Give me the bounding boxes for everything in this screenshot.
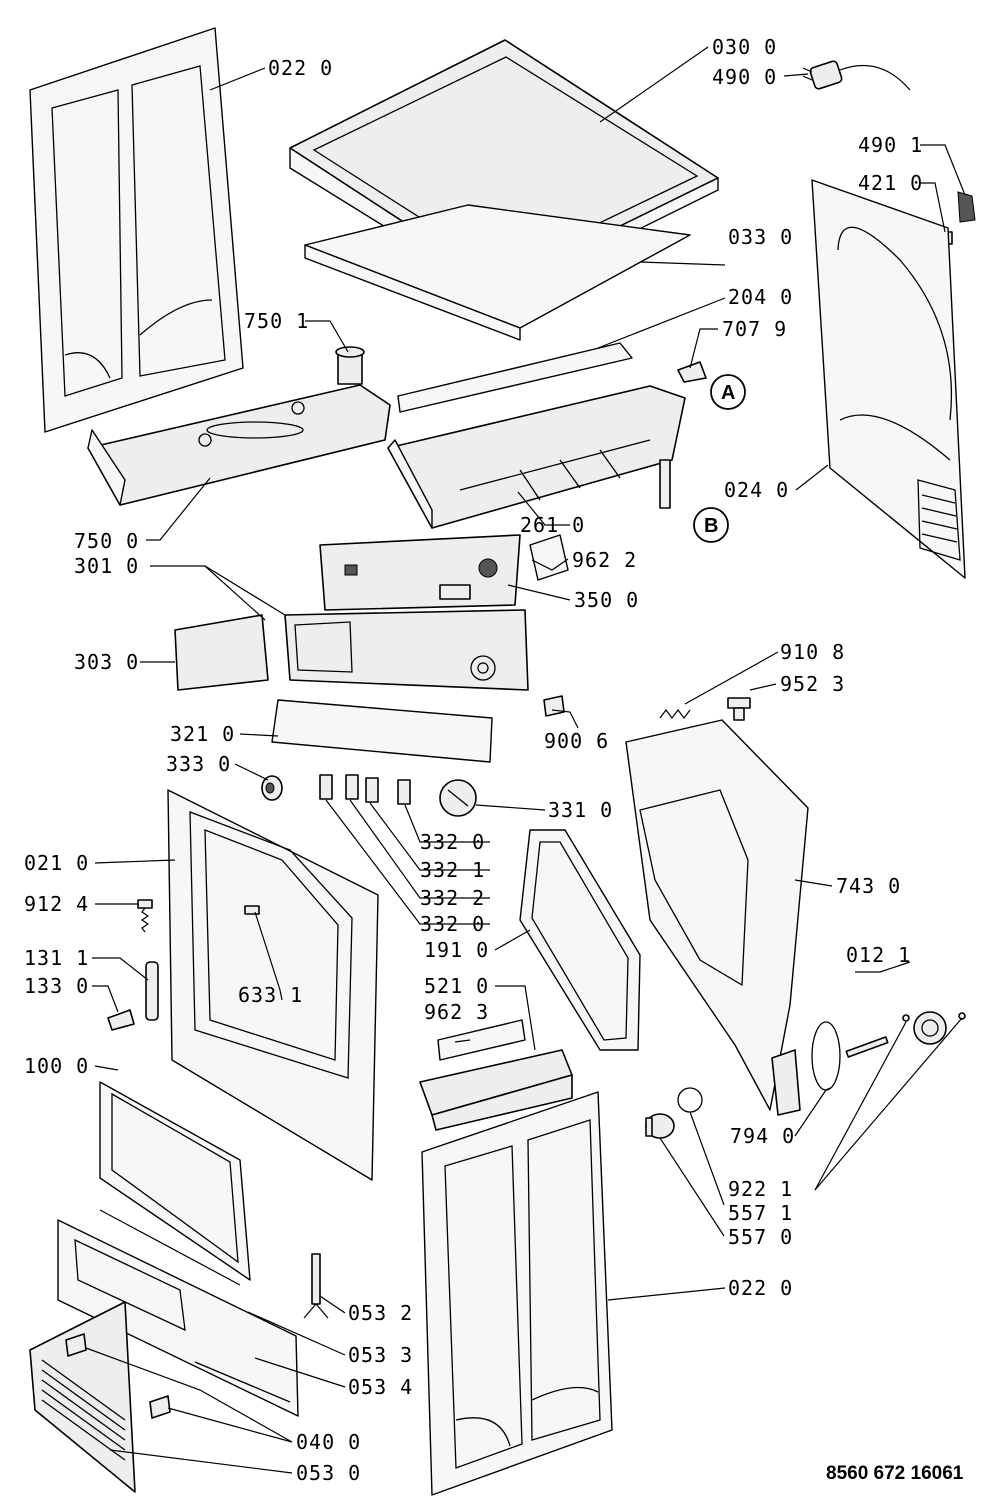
console-support	[387, 385, 686, 529]
thermostat	[645, 1113, 675, 1139]
label-750-1: 750 1	[244, 309, 309, 333]
label-333-0: 333 0	[166, 752, 231, 776]
front-panel	[167, 789, 379, 1181]
control-facia	[271, 699, 493, 763]
label-952-3: 952 3	[780, 672, 845, 696]
label-053-3: 053 3	[348, 1343, 413, 1367]
label-794-0: 794 0	[730, 1124, 795, 1148]
control-board	[319, 534, 521, 611]
label-331-0: 331 0	[548, 798, 613, 822]
plinth-frame	[57, 1209, 299, 1417]
label-021-0: 021 0	[24, 851, 89, 875]
plinth-clips	[65, 1333, 171, 1419]
label-490-0: 490 0	[712, 65, 777, 89]
label-024-0: 024 0	[724, 478, 789, 502]
plinth-grille	[29, 1301, 136, 1493]
top-plate	[304, 204, 691, 341]
callout-b: B	[693, 507, 729, 543]
part-labels: 022 0 030 0 490 0 490 1 421 0 033 0 204 …	[24, 35, 923, 1485]
label-053-4: 053 4	[348, 1375, 413, 1399]
program-knob	[439, 779, 477, 817]
label-303-0: 303 0	[74, 650, 139, 674]
label-421-0: 421 0	[858, 171, 923, 195]
motor-assembly	[845, 1011, 966, 1058]
label-022-0-bottom: 022 0	[728, 1276, 793, 1300]
top-rail	[397, 342, 633, 413]
label-131-1: 131 1	[24, 946, 89, 970]
label-912-4: 912 4	[24, 892, 89, 916]
label-350-0: 350 0	[574, 588, 639, 612]
drive-belt-ring	[811, 1021, 841, 1091]
cord-clamp	[957, 191, 976, 223]
label-321-0: 321 0	[170, 722, 235, 746]
label-261-0: 261 0	[520, 513, 585, 537]
callout-b-text: B	[704, 515, 718, 537]
screw	[137, 899, 153, 933]
control-panel-housing	[284, 609, 529, 691]
door-seal	[519, 829, 641, 1051]
push-buttons	[319, 774, 411, 805]
drawer-cover	[174, 614, 269, 691]
leader-lines	[85, 46, 966, 1474]
label-100-0: 100 0	[24, 1054, 89, 1078]
door-hinge	[145, 961, 159, 1021]
label-557-0: 557 0	[728, 1225, 793, 1249]
foot	[303, 1253, 329, 1319]
board-label	[529, 534, 569, 581]
label-557-1: 557 1	[728, 1201, 793, 1225]
label-962-3: 962 3	[424, 1000, 489, 1024]
label-053-2: 053 2	[348, 1301, 413, 1325]
label-040-0: 040 0	[296, 1430, 361, 1454]
door-handle-knob	[107, 1009, 135, 1031]
spring	[659, 709, 691, 719]
bolt	[727, 697, 751, 721]
label-910-8: 910 8	[780, 640, 845, 664]
label-521-0: 521 0	[424, 974, 489, 998]
label-332-0-b: 332 0	[420, 912, 485, 936]
rear-panel	[811, 179, 966, 579]
label-332-1: 332 1	[420, 858, 485, 882]
label-133-0: 133 0	[24, 974, 89, 998]
door-panel	[99, 1081, 251, 1281]
callout-a-text: A	[721, 382, 735, 404]
label-012-1: 012 1	[846, 943, 911, 967]
label-633-1: 633 1	[238, 983, 303, 1007]
label-922-1: 922 1	[728, 1177, 793, 1201]
power-cord	[802, 60, 911, 91]
label-053-0: 053 0	[296, 1461, 361, 1485]
front-bearing-shield	[625, 719, 809, 1116]
side-panel-bottom	[421, 1091, 613, 1496]
callout-a: A	[710, 374, 746, 410]
label-743-0: 743 0	[836, 874, 901, 898]
switch-clip	[543, 695, 565, 717]
document-number: 8560 672 16061	[826, 1463, 964, 1484]
label-191-0: 191 0	[424, 938, 489, 962]
label-490-1: 490 1	[858, 133, 923, 157]
label-332-0-a: 332 0	[420, 830, 485, 854]
label-900-6: 900 6	[544, 729, 609, 753]
label-332-2: 332 2	[420, 886, 485, 910]
door-catch	[244, 905, 260, 915]
electronic-module	[419, 1019, 573, 1131]
label-204-0: 204 0	[728, 285, 793, 309]
water-container-cap	[335, 346, 365, 385]
label-022-0-top: 022 0	[268, 56, 333, 80]
o-ring	[677, 1087, 703, 1113]
label-707-9: 707 9	[722, 317, 787, 341]
label-301-0: 301 0	[74, 554, 139, 578]
label-030-0: 030 0	[712, 35, 777, 59]
cable-holder	[677, 361, 707, 383]
indicator-lens	[261, 775, 283, 801]
water-container	[87, 384, 391, 506]
label-033-0: 033 0	[728, 225, 793, 249]
label-750-0: 750 0	[74, 529, 139, 553]
label-962-2: 962 2	[572, 548, 637, 572]
side-panel-top-left	[29, 27, 244, 433]
